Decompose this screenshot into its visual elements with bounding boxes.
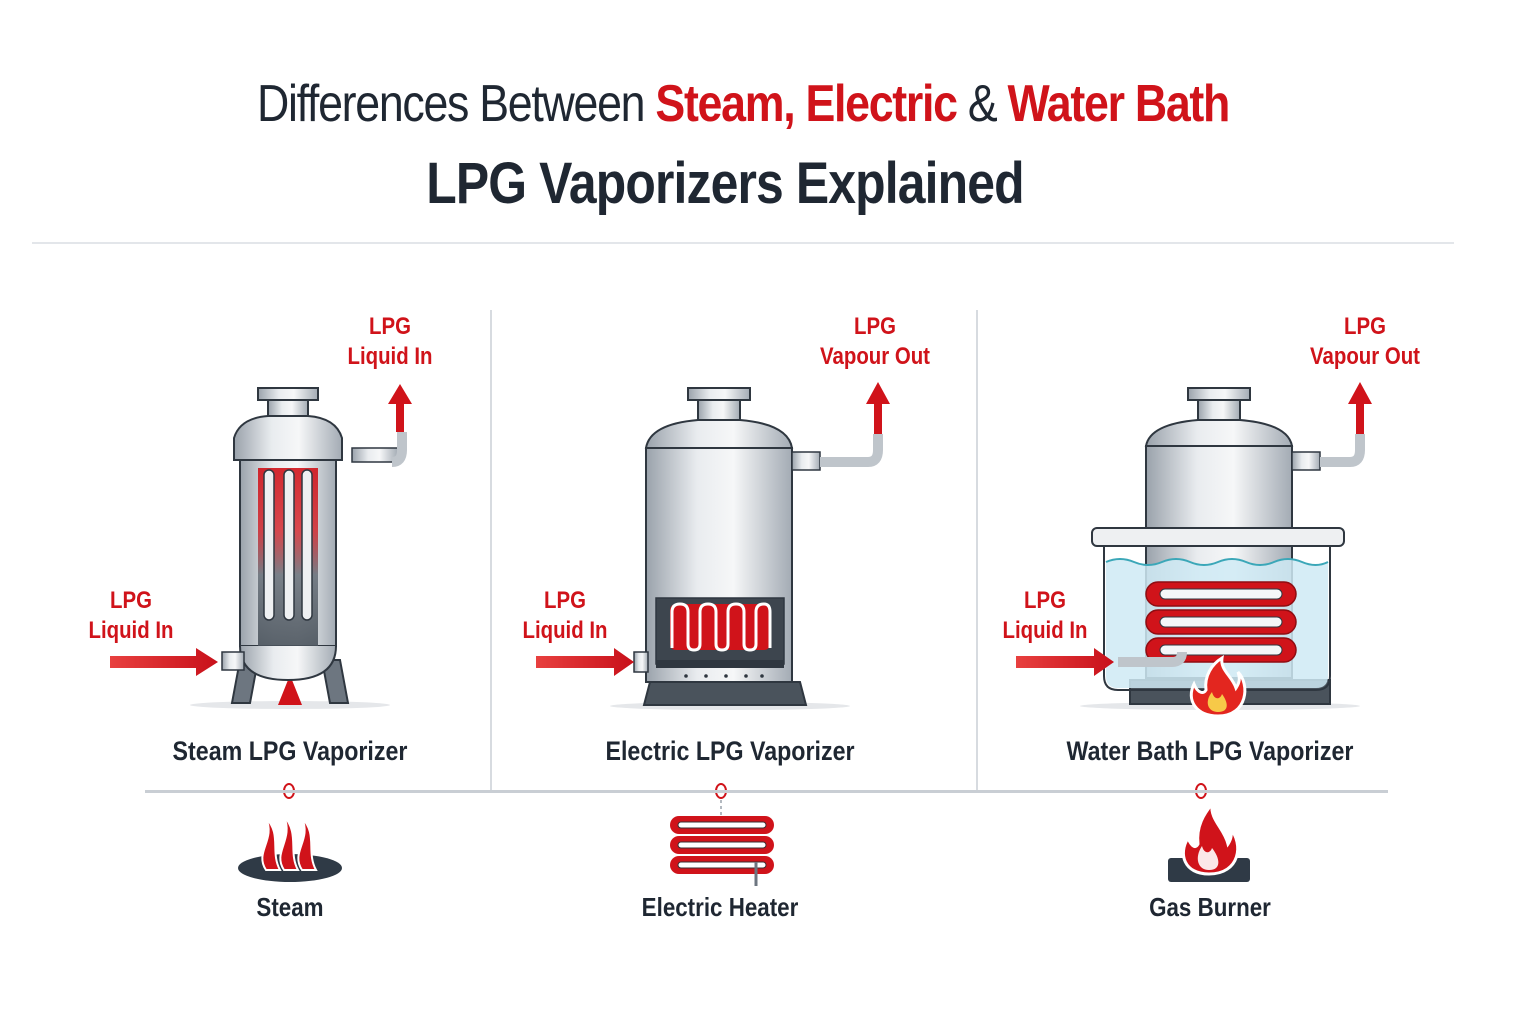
electric-vaporizer-title: Electric LPG Vaporizer [605, 736, 855, 766]
outlet-label-line1: LPG [1344, 313, 1386, 340]
waterbath-outlet-label: LPG Vapour Out [1301, 312, 1429, 372]
panel-divider-1 [490, 310, 492, 790]
title-steam: Steam, [655, 75, 795, 133]
outlet-label-line1: LPG [854, 313, 896, 340]
outlet-label-line2: Liquid In [347, 343, 433, 370]
panel-divider-2 [976, 310, 978, 790]
steam-inlet-label: LPG Liquid In [76, 586, 187, 646]
steam-icon [238, 815, 342, 882]
title-ampersand: & [956, 75, 1008, 133]
steam-heat-source-label: Steam [256, 892, 324, 922]
waterbath-vaporizer-title: Water Bath LPG Vaporizer [1066, 736, 1354, 766]
heat-source-timeline [145, 790, 1388, 793]
inlet-label-line2: Liquid In [88, 617, 174, 644]
electric-heat-source-label: Electric Heater [641, 892, 799, 922]
inlet-label-line1: LPG [544, 587, 586, 614]
electric-outlet-label: LPG Vapour Out [811, 312, 939, 372]
title-water-bath: Water Bath [1007, 75, 1231, 133]
steam-outlet-label: LPG Liquid In [339, 312, 441, 372]
inlet-label-line2: Liquid In [522, 617, 608, 644]
inlet-label-line1: LPG [110, 587, 152, 614]
outlet-label-line2: Vapour Out [820, 343, 930, 370]
waterbath-heat-source-label: Gas Burner [1149, 892, 1271, 922]
header-divider [32, 242, 1454, 244]
gas-burner-flame-icon [1168, 798, 1250, 882]
inlet-label-line1: LPG [1024, 587, 1066, 614]
title-line-1: Differences Between Steam, Electric & Wa… [104, 74, 1382, 134]
title-line-2: LPG Vaporizers Explained [426, 151, 1024, 216]
inlet-label-line2: Liquid In [1002, 617, 1088, 644]
outlet-label-line2: Vapour Out [1310, 343, 1420, 370]
electric-heater-coil-icon [670, 800, 774, 886]
electric-inlet-label: LPG Liquid In [510, 586, 621, 646]
outlet-label-line1: LPG [369, 313, 411, 340]
title-electric: Electric [805, 75, 958, 133]
steam-vaporizer-title: Steam LPG Vaporizer [172, 736, 408, 766]
waterbath-inlet-label: LPG Liquid In [990, 586, 1101, 646]
title-prefix: Differences Between [256, 75, 656, 133]
